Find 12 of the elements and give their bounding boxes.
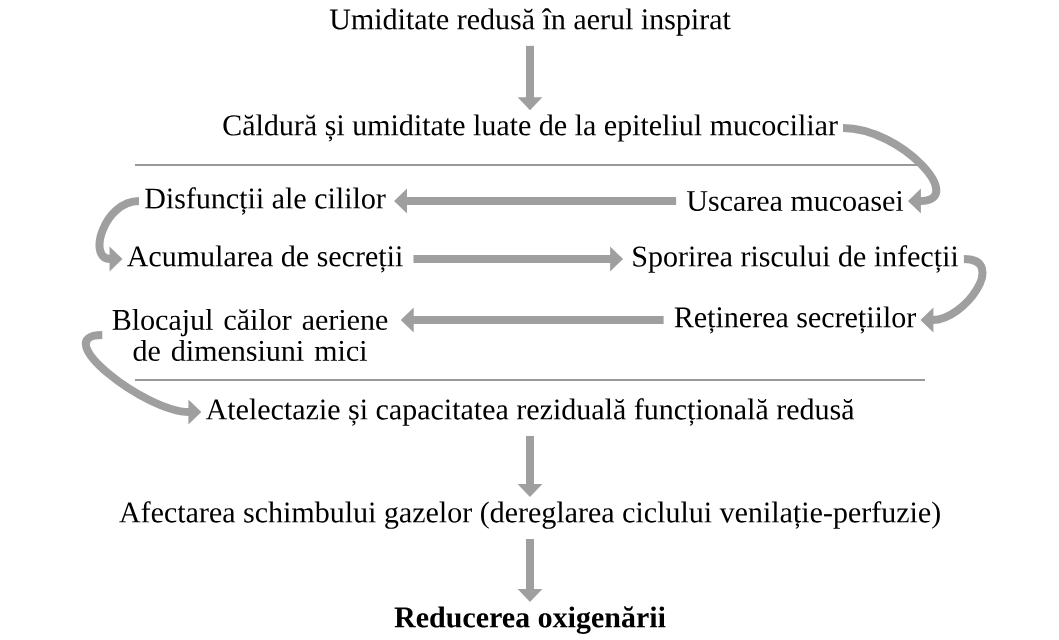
text-label: Afectarea schimbului gazelor (dereglarea ciclului venilație-perfuzie)	[119, 501, 940, 529]
text-label: Uscarea mucoasei	[686, 190, 904, 212]
text-label: Atelectazie și capacitatea reziduală funcțională redusă	[205, 398, 855, 426]
text-label: Acumularea de secreții	[127, 245, 403, 273]
text-label: Sporirea riscului de infecții	[633, 245, 959, 273]
text-label: Reținerea secrețiilor	[674, 306, 916, 334]
arrow	[842, 124, 940, 214]
text-label: Disfuncții ale cililor	[145, 187, 386, 215]
text-label: Căldură și umiditate luate de la epiteliul mucociliar	[223, 114, 838, 142]
text-label: Umiditate redusă în aerul inspirat	[329, 8, 731, 36]
text-label: Blocajul căilor aeriene de dimensiuni mici	[112, 308, 388, 362]
text-label: Reducerea oxigenării	[394, 606, 666, 634]
